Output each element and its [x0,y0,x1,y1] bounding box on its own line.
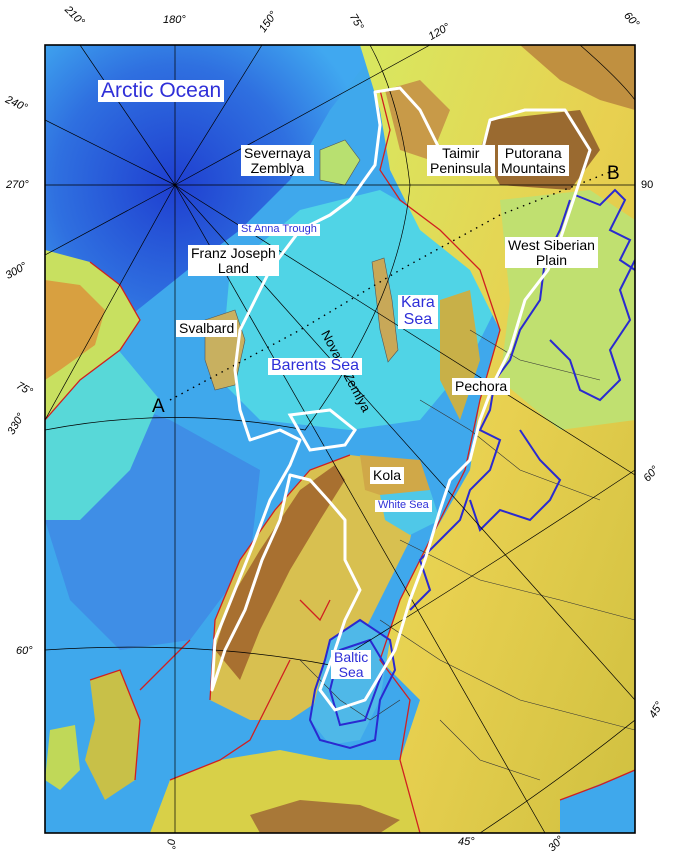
siberian-lowland [500,190,635,430]
tick-45-bottom: 45° [458,836,475,848]
label-line-1: Taimir [442,145,480,161]
severnaya-zemlya-island [319,139,361,186]
novaya-zemlya-island [371,257,399,363]
label-taimir-peninsula: Taimir Peninsula [427,145,495,177]
meridian-210 [79,45,176,186]
label-line-2: Peninsula [430,159,492,176]
tick-90: 90 [641,179,654,191]
ireland [45,725,80,790]
british-isles [85,670,140,800]
transect-a-b [169,169,616,401]
label-st-anna-trough: St Anna Trough [238,223,320,236]
label-white-sea: White Sea [375,499,432,512]
map-frame [44,44,636,834]
meridian-330 [45,184,176,421]
label-line-1: Kara [401,294,435,311]
label-line-2: Sea [403,310,433,328]
alps-carpathians [250,800,400,833]
ice-sheet-margin [210,86,592,712]
meridian-240 [45,119,176,186]
ice-margin-inner [287,408,358,452]
meridian-30 [174,184,546,833]
label-kara-sea: Kara Sea [398,294,438,329]
label-line-2: Plain [535,251,568,268]
tick-60-left: 60° [16,645,33,657]
southeast-corner-sea [560,770,635,833]
label-arctic-ocean: Arctic Ocean [98,79,225,103]
meridian-300 [45,184,176,256]
parallel-45 [479,719,635,833]
scandinavia [210,455,420,720]
label-franz-joseph-land: Franz Joseph Land [188,245,279,277]
tick-180: 180° [163,14,186,26]
northeast-highlands [520,45,635,110]
coast-line-east [379,89,501,833]
label-line-1: Baltic [334,649,369,665]
meridian-120 [174,45,431,186]
graticule [45,45,635,833]
greenland-upland [45,280,105,380]
label-severnaya-zemlya: Severnaya Zemblya [241,145,314,177]
tick-0: 0° [164,838,177,850]
label-line-1: Severnaya [244,145,311,161]
drainage-boundary-east [469,259,635,532]
edge-arc-ne [579,45,635,101]
coast-line-south [139,639,635,801]
point-a-label: A [152,396,165,417]
drainage-boundary-siberia [409,188,635,611]
label-west-siberian-plain: West Siberian Plain [505,237,598,269]
label-pechora: Pechora [452,378,511,395]
label-line-1: Franz Joseph [191,245,276,261]
coast-line-west [45,261,291,781]
label-putorana-mountains: Putorana Mountains [498,145,569,177]
label-svalbard: Svalbard [176,320,238,337]
point-b-label: B [607,163,620,184]
label-kola: Kola [370,467,405,484]
label-line-1: Putorana [504,145,562,161]
label-line-2: Land [217,259,249,276]
label-line-2: Mountains [501,159,566,176]
label-barents-sea: Barents Sea [268,357,363,375]
deep-arctic-basin [45,45,380,360]
label-line-2: Zemblya [250,159,305,176]
label-line-1: West Siberian [508,237,595,253]
label-line-2: Sea [338,663,364,680]
parallel-75 [45,45,411,431]
contour-lines [299,329,635,781]
tick-270: 270° [6,179,29,191]
meridian-150 [174,45,263,186]
label-baltic-sea: Baltic Sea [331,649,372,680]
scandinavian-mountains [215,465,345,680]
